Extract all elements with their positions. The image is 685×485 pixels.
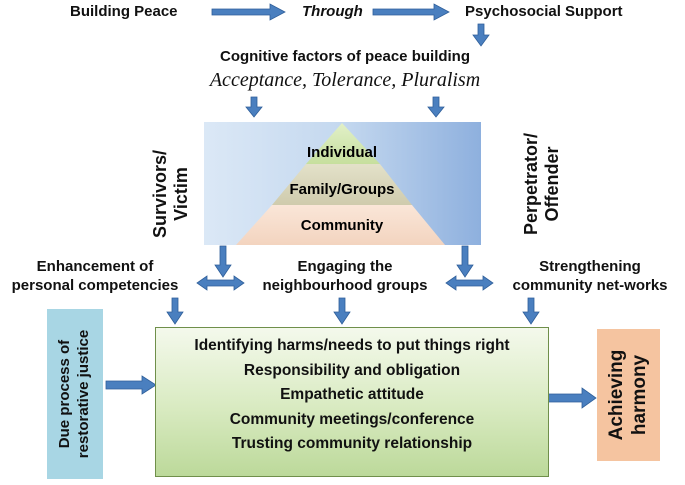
main-item: Responsibility and obligation (243, 361, 461, 379)
pyramid-label-community: Community (301, 217, 384, 234)
restorative-justice-box: Due process of restorative justice (47, 309, 103, 479)
arrow-down-icon (472, 23, 490, 47)
building-peace-label: Building Peace (70, 3, 178, 20)
main-item: Trusting community relationship (231, 435, 473, 452)
achieving-harmony-label: Achieving harmony (606, 349, 650, 441)
arrow-down-icon (456, 245, 474, 278)
pyramid-level-individual (306, 123, 380, 164)
pyramid-level-family (272, 164, 412, 205)
arrow-right-icon (105, 375, 157, 395)
arrow-right-icon (372, 3, 450, 21)
pyramid-level-community (236, 205, 445, 245)
double-arrow-icon (196, 275, 245, 291)
arrow-down-icon (522, 297, 540, 325)
restorative-justice-label: Due process of restorative justice (56, 329, 92, 459)
arrow-down-icon (245, 96, 263, 118)
psychosocial-support-label: Psychosocial Support (465, 3, 623, 20)
main-outcomes-box: Identifying harms/needs to put things ri… (155, 327, 549, 477)
achieving-harmony-box: Achieving harmony (597, 329, 660, 461)
arrow-down-icon (214, 245, 232, 278)
double-arrow-icon (445, 275, 494, 291)
main-item: Identifying harms/needs to put things ri… (194, 337, 510, 354)
cognitive-title: Cognitive factors of peace building (219, 48, 471, 65)
perpetrator-offender-label: Perpetrator/ Offender (521, 132, 562, 236)
arrow-down-icon (333, 297, 351, 325)
engaging-label: Engaging the neighbourhood groups (262, 258, 428, 294)
survivors-victim-label: Survivors/ Victim (150, 149, 191, 239)
main-item: Empathetic attitude (280, 386, 424, 403)
strengthening-label: Strengthening community net-works (512, 258, 668, 294)
arrow-right-icon (211, 3, 286, 21)
pyramid-label-individual: Individual (307, 144, 377, 161)
enhancement-label: Enhancement of personal competencies (11, 258, 179, 294)
arrow-down-icon (427, 96, 445, 118)
main-item: Community meetings/conference (229, 410, 475, 428)
cognitive-subtitle: Acceptance, Tolerance, Pluralism (209, 69, 481, 91)
through-label: Through (302, 3, 363, 20)
arrows (105, 3, 597, 409)
arrow-down-icon (166, 297, 184, 325)
arrow-right-icon (547, 387, 597, 409)
pyramid-label-family: Family/Groups (289, 181, 394, 198)
